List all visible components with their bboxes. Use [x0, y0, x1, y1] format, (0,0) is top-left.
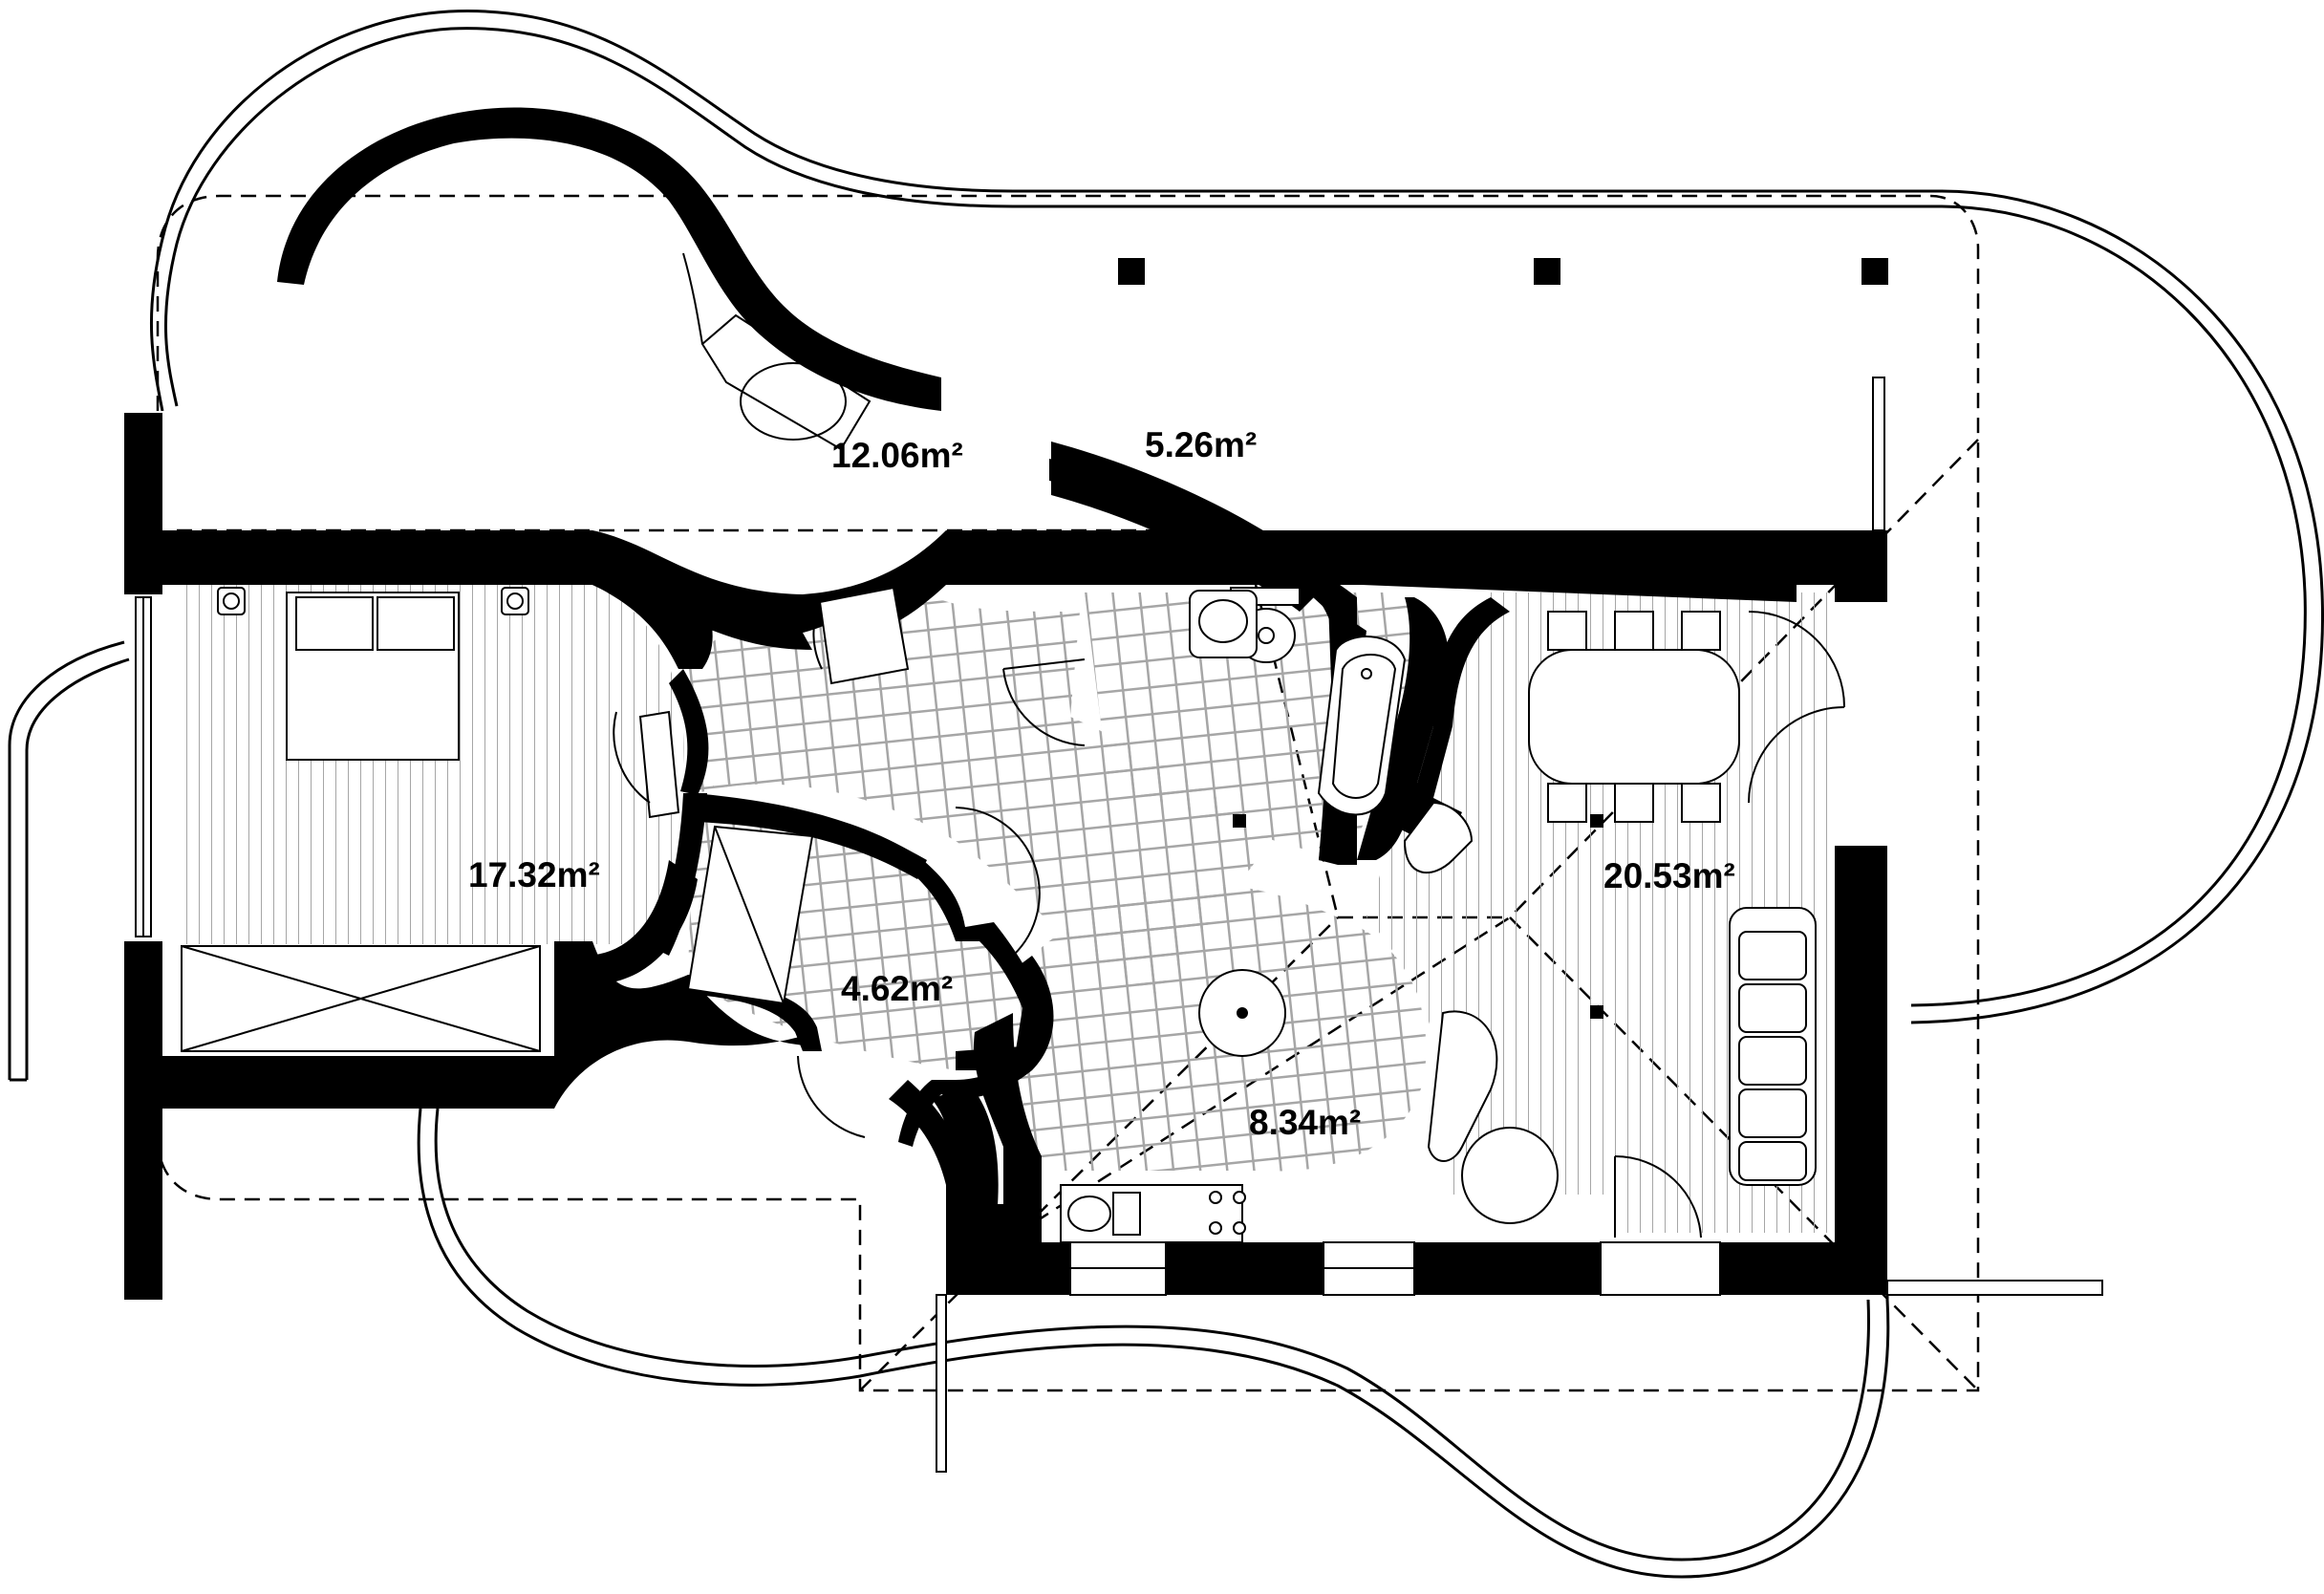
- door-bath-swing: [1002, 668, 1086, 746]
- door-bedroom: [638, 710, 680, 819]
- curved-garden-walls: [277, 107, 941, 411]
- pillars: [1118, 258, 1888, 1019]
- wall-bath-to-hall: [1051, 468, 1319, 612]
- door-living-swing: [1748, 611, 1845, 708]
- door-terrace: [936, 1294, 947, 1473]
- windows: [135, 377, 1885, 1296]
- door-kitchen-swing: [955, 807, 1041, 957]
- kitchen-counter: [1060, 1184, 1246, 1243]
- floor-hall: [683, 585, 1271, 994]
- dining-set: [1528, 611, 1740, 823]
- area-label-hall: 12.06m²: [831, 436, 963, 475]
- door-living-swing2: [1748, 706, 1845, 804]
- door-wardrobe-swing: [797, 1055, 866, 1138]
- wall-bottom-right: [1720, 1242, 1887, 1295]
- pillar-4: [1590, 814, 1603, 828]
- garden-steps: [682, 252, 872, 451]
- sofa: [1729, 907, 1817, 1186]
- wall-wardrobe-right-real: [898, 855, 1042, 1147]
- door-terrace-right: [1886, 1280, 2103, 1296]
- round-table: [1198, 969, 1286, 1057]
- area-label-wardrobe: 4.62m²: [841, 969, 953, 1008]
- wall-hall-left-upper: [669, 585, 713, 669]
- area-label-bathroom: 5.26m²: [1145, 425, 1257, 464]
- window-living-top: [1872, 377, 1885, 531]
- wall-wardrobe-left: [650, 793, 707, 956]
- furniture: [181, 587, 1817, 1243]
- wall-bottom: [946, 1242, 1070, 1295]
- bathroom-fixtures: [1189, 587, 1407, 816]
- door-bedroom-swing: [613, 711, 651, 804]
- wall-wardrobe-top: [693, 793, 917, 870]
- wall-hall-left: [669, 669, 709, 795]
- pillar-1: [1118, 258, 1145, 285]
- wall-curve-bedroom: [592, 530, 714, 669]
- corner-cabinet: [1403, 801, 1474, 874]
- doors: [613, 586, 2103, 1473]
- wall-bottom-mid1: [1166, 1242, 1323, 1295]
- wall-kitchen-left-real: [932, 1085, 999, 1242]
- window-living: [1600, 1241, 1721, 1296]
- area-label-bedroom: 17.32m²: [468, 855, 600, 894]
- door-bath: [1002, 658, 1086, 670]
- bed: [217, 587, 529, 761]
- wall-bottom-mid2: [1414, 1242, 1601, 1295]
- wall-hall-bath-true: [1051, 459, 1280, 573]
- area-label-living-room: 20.53m²: [1603, 856, 1735, 895]
- pillar-5: [1590, 1005, 1603, 1019]
- wall-bedroom-bottom: [162, 941, 817, 1109]
- pillar-3: [1861, 258, 1888, 285]
- closet-shelves: [686, 825, 814, 1005]
- armchair: [1427, 1010, 1559, 1224]
- terrace-outline: [8, 10, 2324, 1579]
- wall-left-lower: [124, 941, 162, 1300]
- area-label-kitchen: 8.34m²: [1249, 1103, 1361, 1142]
- door-front-swing: [1614, 1154, 1702, 1239]
- wall-curve-bedroom-lower: [583, 860, 698, 984]
- wall-right-upper: [1835, 585, 1887, 602]
- wall-left-upper: [124, 413, 162, 594]
- wall-right-lower: [1835, 846, 1887, 1295]
- area-labels: 17.32m² 12.06m² 5.26m² 4.62m² 8.34m² 20.…: [468, 425, 1735, 1142]
- pillar-6: [1233, 814, 1246, 828]
- door-hall-main: [818, 586, 910, 685]
- pillar-2: [1534, 258, 1560, 285]
- bedroom-wardrobe: [181, 945, 541, 1052]
- wall-living-left-arc: [1414, 597, 1510, 798]
- door-hall-swing: [812, 601, 823, 670]
